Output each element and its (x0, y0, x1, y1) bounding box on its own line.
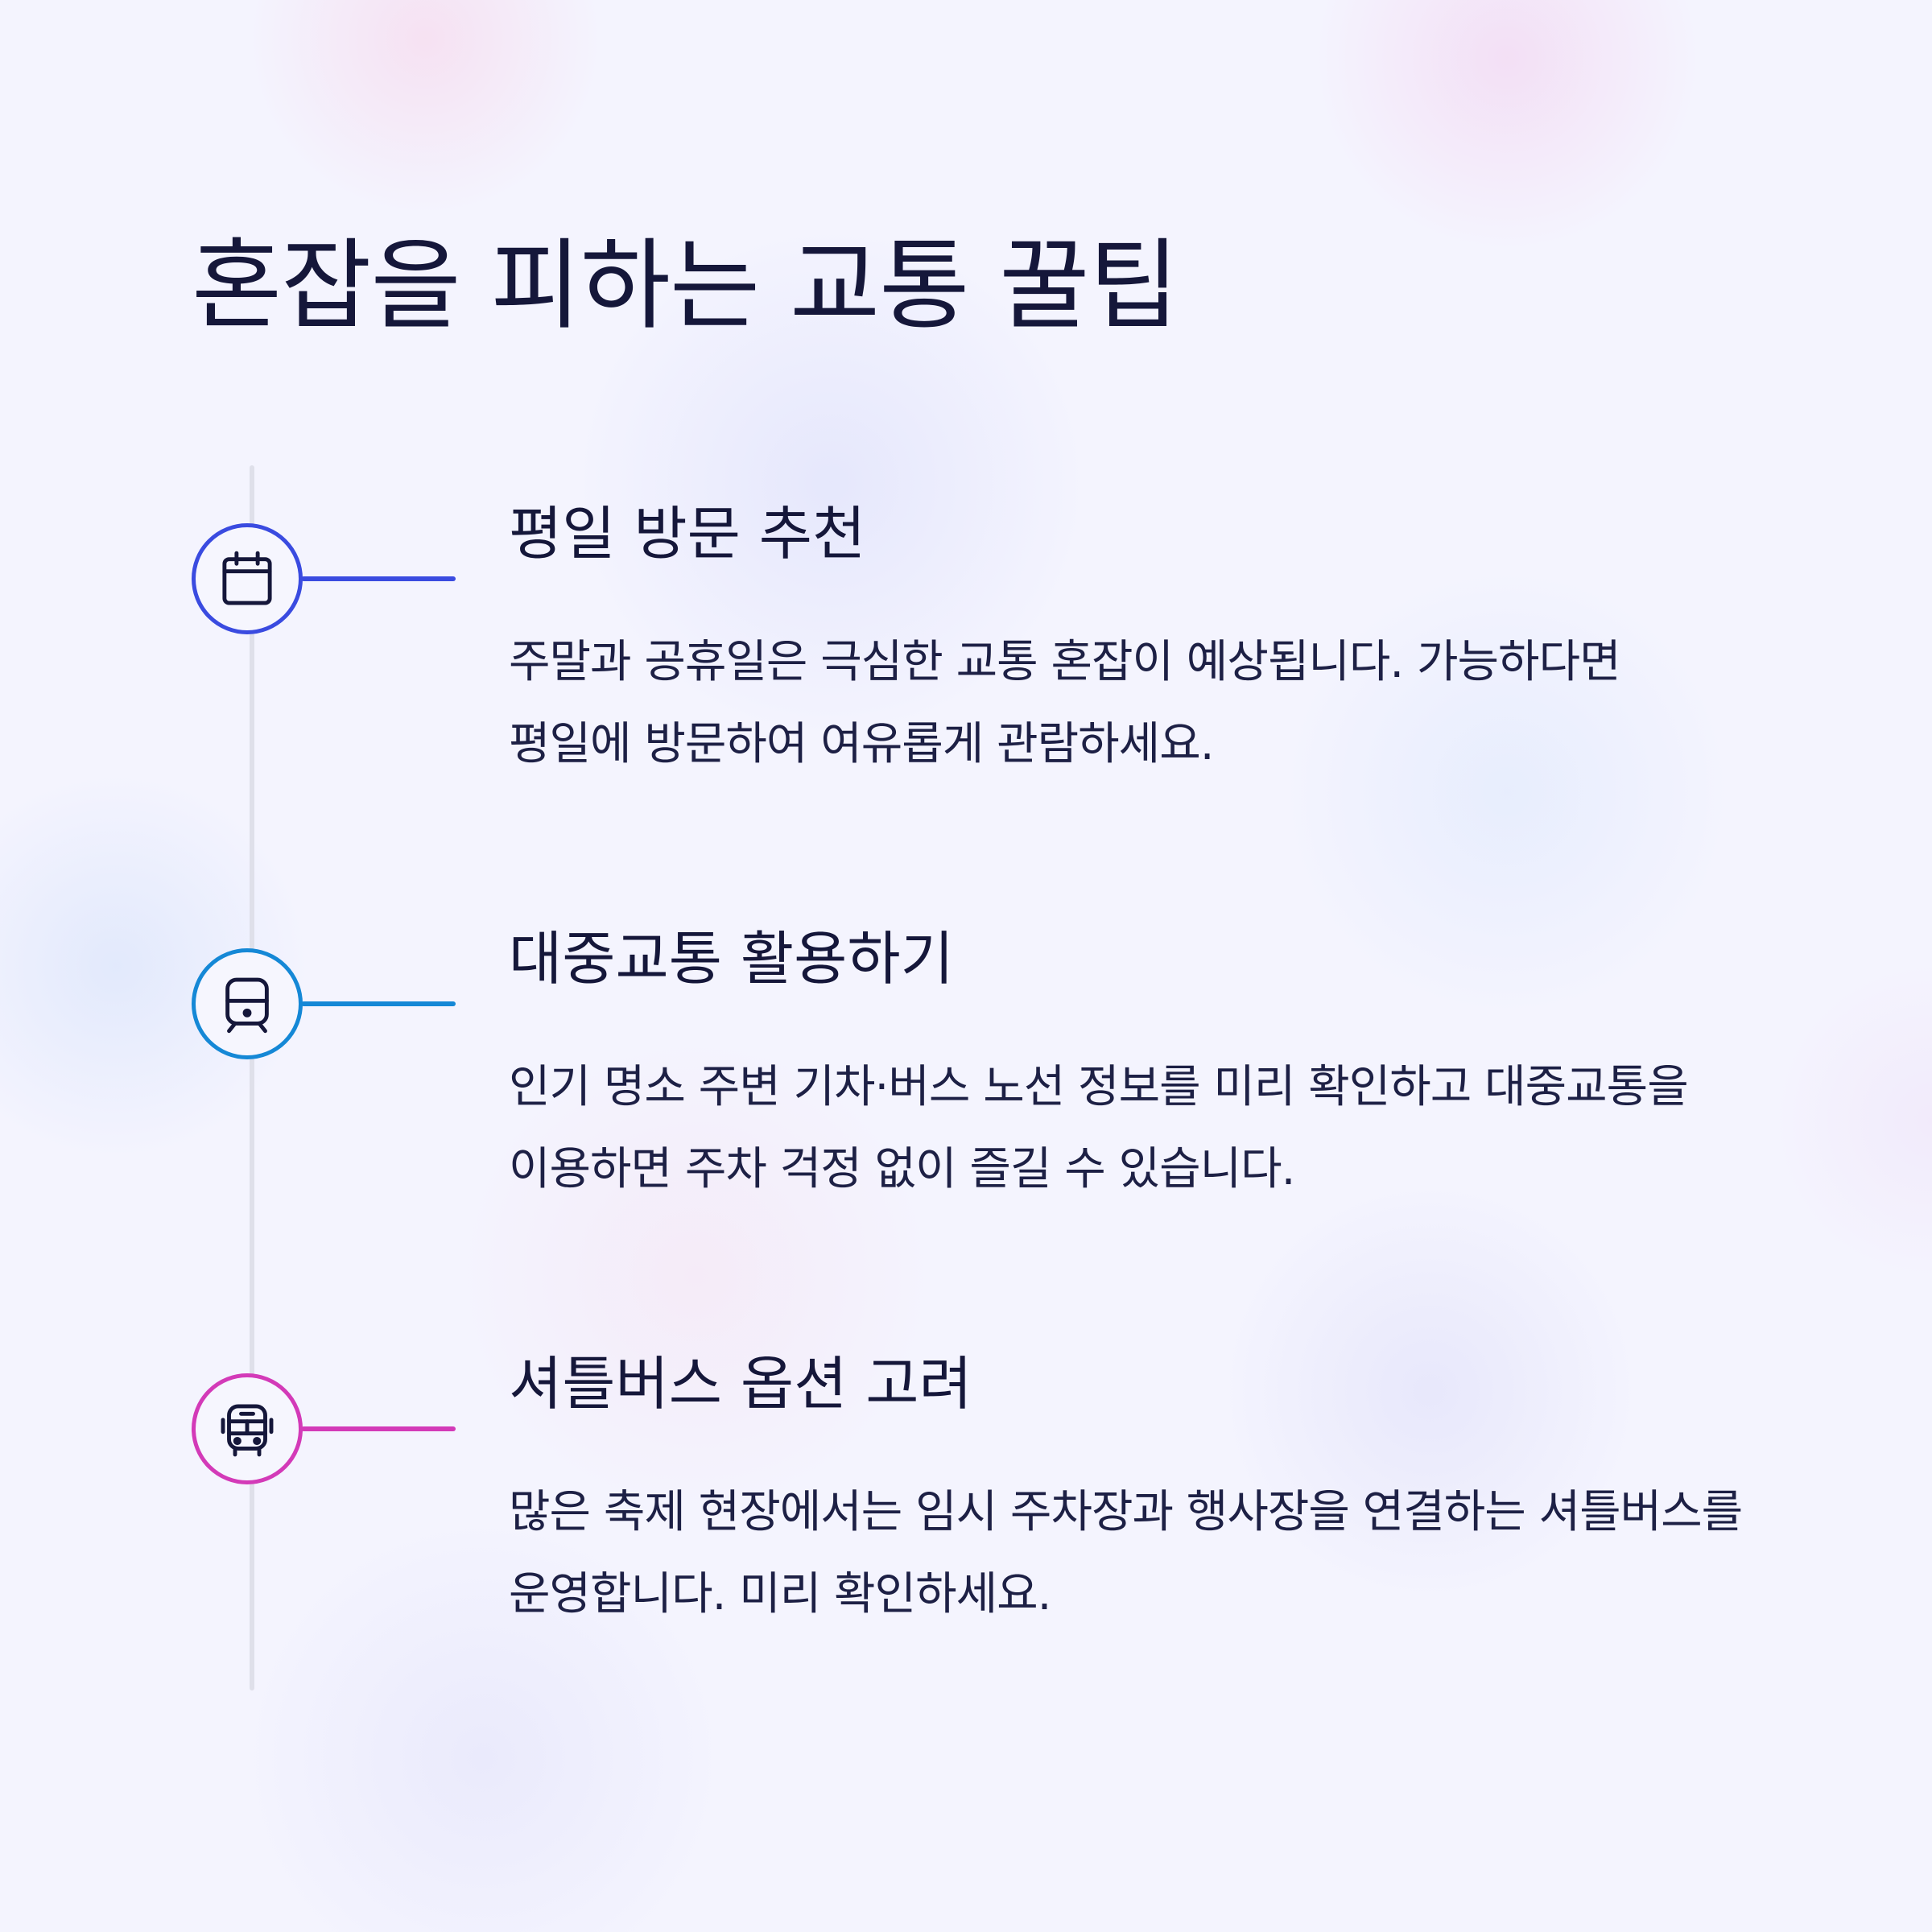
tip-connector (301, 1426, 456, 1431)
tip-heading: 평일 방문 추천 (509, 500, 866, 568)
tip-heading: 대중교통 활용하기 (509, 925, 954, 993)
calendar-icon-badge (192, 523, 303, 634)
timeline-line (250, 465, 254, 1690)
tip-body: 인기 명소 주변 기차·버스 노선 정보를 미리 확인하고 대중교통을 이용하면… (509, 1061, 1689, 1195)
bus-icon (221, 1404, 274, 1457)
page-title: 혼잡을 피하는 교통 꿀팁 (192, 229, 1179, 343)
bus-icon-badge (192, 1373, 303, 1484)
train-icon (225, 977, 269, 1034)
calendar-icon (222, 551, 272, 605)
tip-connector (301, 576, 456, 581)
tip-heading: 셔틀버스 옵션 고려 (509, 1350, 972, 1418)
tip-connector (301, 1001, 456, 1006)
train-icon-badge (192, 948, 303, 1059)
tip-body: 많은 축제 현장에서는 임시 주차장과 행사장을 연결하는 셔틀버스를 운영합니… (509, 1486, 1743, 1620)
tip-body: 주말과 공휴일은 극심한 교통 혼잡이 예상됩니다. 가능하다면 평일에 방문하… (509, 636, 1621, 770)
